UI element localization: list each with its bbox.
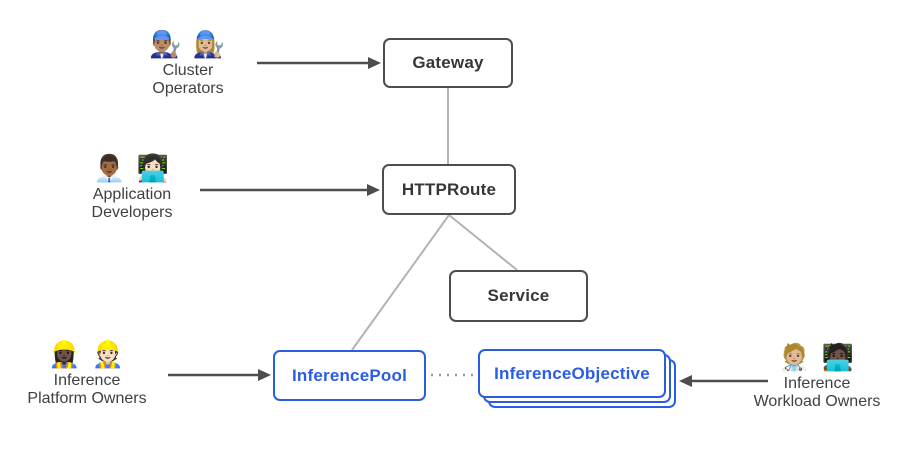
inferenceobjective-node: InferenceObjective: [478, 349, 666, 398]
persona-inference-workload-owners: 🧑🏼‍⚕️ 🧑🏿‍💻 Inference Workload Owners: [736, 341, 898, 411]
arrow-workload-owners-to-inferenceobjective: [679, 375, 768, 387]
inference-workload-owners-label-line2: Workload Owners: [753, 393, 881, 410]
httproute-node: HTTPRoute: [382, 164, 516, 215]
application-developers-label-line2: Developers: [91, 204, 173, 221]
gateway-node-label: Gateway: [412, 53, 484, 72]
inference-workload-owners-label-line1: Inference: [783, 375, 851, 392]
service-node-label: Service: [487, 286, 550, 305]
inferencepool-node: InferencePool: [273, 350, 426, 401]
inference-platform-owners-label-line2: Platform Owners: [27, 390, 147, 407]
cluster-operators-emoji-icon: 👨🏽‍🔧 👩🏼‍🔧: [149, 29, 227, 59]
inferencepool-node-label: InferencePool: [291, 365, 408, 385]
cluster-operators-label-line2: Operators: [152, 80, 224, 97]
connector-httproute-inferencepool: [351, 214, 450, 351]
inferenceobjective-node-label: InferenceObjective: [494, 363, 650, 383]
service-node: Service: [449, 270, 588, 322]
persona-inference-platform-owners: 👷🏿‍♀️ 👷🏻 Inference Platform Owners: [6, 338, 168, 408]
persona-cluster-operators: 👨🏽‍🔧 👩🏼‍🔧 Cluster Operators: [113, 28, 263, 98]
arrow-application-developers-to-httproute: [200, 184, 380, 196]
arrow-cluster-operators-to-gateway: [257, 57, 381, 69]
inference-workload-owners-emoji-icon: 🧑🏼‍⚕️ 🧑🏿‍💻: [778, 342, 856, 372]
inference-platform-owners-label-line1: Inference: [53, 372, 121, 389]
arrow-platform-owners-to-inferencepool: [168, 369, 271, 381]
application-developers-label-line1: Application: [92, 186, 172, 203]
inference-platform-owners-emoji-icon: 👷🏿‍♀️ 👷🏻: [48, 339, 126, 369]
connector-httproute-service: [448, 214, 518, 271]
httproute-node-label: HTTPRoute: [401, 179, 497, 199]
application-developers-emoji-icon: 👨🏾‍💼 👩🏻‍💻: [93, 153, 171, 183]
gateway-node: Gateway: [383, 38, 513, 88]
persona-application-developers: 👨🏾‍💼 👩🏻‍💻 Application Developers: [57, 152, 207, 222]
cluster-operators-label-line1: Cluster: [162, 62, 214, 79]
